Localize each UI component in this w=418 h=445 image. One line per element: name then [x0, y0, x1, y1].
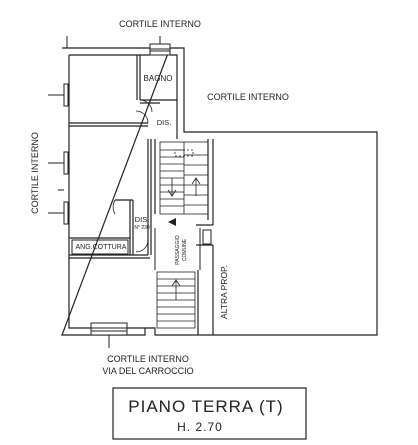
title-block-frame	[112, 387, 307, 440]
label-cortile-left: CORTILE INTERNO	[30, 132, 40, 214]
label-ang-cottura: ANG.COTTURA	[76, 244, 127, 251]
label-cortile-right: CORTILE INTERNO	[207, 92, 289, 102]
label-cortile-top: CORTILE INTERNO	[119, 19, 201, 29]
title-text: PIANO TERRA (T)	[128, 397, 283, 416]
height-text: H. 2.70	[177, 420, 223, 434]
door-swings	[112, 99, 153, 253]
kitchen-counter	[71, 239, 129, 255]
left-wall-windows	[48, 83, 69, 225]
label-cortile-bottom-1: CORTILE INTERNO	[107, 354, 189, 364]
stairwell-walls	[154, 139, 214, 270]
label-passaggio-1: PASSAGGIO	[175, 235, 181, 264]
label-passaggio-2: COMUNE	[182, 238, 188, 261]
upper-staircase	[159, 141, 209, 215]
lower-staircase	[156, 271, 196, 329]
label-bagno: BAGNO	[144, 74, 173, 83]
label-dis-lower-sub: N° 230	[134, 225, 150, 231]
label-dis-lower: DIS.	[135, 215, 150, 224]
label-dis-upper: DIS.	[157, 118, 172, 127]
bottom-entrance-door	[90, 322, 128, 348]
bathroom-window	[149, 43, 171, 56]
lower-right-walls	[197, 270, 214, 335]
label-cortile-bottom-2: VIA DEL CARROCCIO	[102, 366, 193, 376]
entrance-arrow-icon	[168, 218, 176, 226]
common-passage	[154, 228, 212, 270]
interior-partitions	[69, 55, 177, 259]
title-block: PIANO TERRA (T) H. 2.70	[112, 387, 307, 440]
label-altra-prop: ALTRA PROP.	[219, 265, 229, 319]
dimension-ticks	[66, 36, 161, 48]
